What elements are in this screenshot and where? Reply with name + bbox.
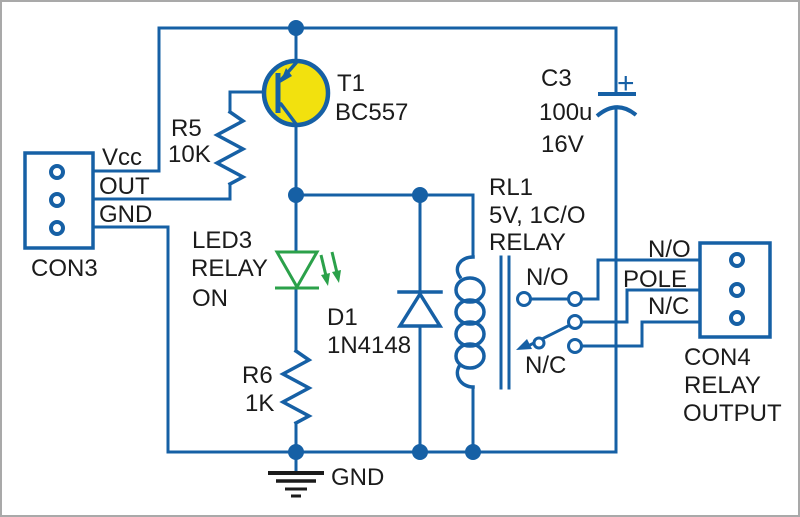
coil-loop <box>454 276 486 304</box>
t1-collector-line <box>279 102 298 126</box>
con3-pin-label-out: OUT <box>99 173 150 200</box>
con3-body <box>23 151 95 250</box>
con4-wire-label-no: N/O <box>648 236 691 263</box>
r5-ref: R5 <box>171 115 202 142</box>
d1-triangle <box>396 290 444 328</box>
coil-exit-hook <box>455 362 475 389</box>
led3-caption-2: ON <box>192 285 228 312</box>
con4-body <box>698 241 772 339</box>
r5-zigzag <box>213 109 247 187</box>
wire-vcc-top-rail <box>91 26 618 173</box>
c3-rating: 16V <box>541 131 584 158</box>
wire-pole-to-con4 <box>573 288 702 324</box>
d1-value: 1N4148 <box>327 332 411 359</box>
wire-r5-to-base <box>228 90 279 114</box>
con4-wire-label-nc: N/C <box>648 293 689 320</box>
led3-ref: LED3 <box>192 227 252 254</box>
switch-nc-contact <box>567 338 583 354</box>
switch-nc-touch-point <box>532 336 546 350</box>
r6-ref: R6 <box>242 362 273 389</box>
rl1-kind: RELAY <box>489 229 566 256</box>
wire-no-contact-to-con4 <box>522 258 702 301</box>
led3-triangle <box>274 250 320 291</box>
junction-dot <box>412 187 428 203</box>
led-led3: LED3 RELAY ON <box>191 227 341 312</box>
led3-light-arrowhead-2 <box>332 270 341 283</box>
ground-symbol: GND <box>268 450 384 498</box>
junction-dot <box>412 444 428 460</box>
con3-pin1 <box>49 164 65 180</box>
c3-polarity: + <box>617 67 635 100</box>
d1-ref: D1 <box>327 304 358 331</box>
rl1-spec: 5V, 1C/O <box>489 202 586 229</box>
c3-ref: C3 <box>541 65 572 92</box>
c3-plate-bottom-curved <box>595 105 638 118</box>
led3-caption-1: RELAY <box>191 255 268 282</box>
switch-nc-label: N/C <box>525 352 566 379</box>
junction-dots <box>288 20 481 460</box>
con4-caption-2: OUTPUT <box>683 400 782 427</box>
transistor-t1: T1 BC557 <box>261 58 408 128</box>
con3-label: CON3 <box>31 255 98 282</box>
wire-collector-row <box>294 193 475 259</box>
junction-dot <box>288 20 304 36</box>
r6-value: 1K <box>245 390 274 417</box>
coil-entry-hook <box>455 255 475 280</box>
con4-pin1 <box>729 252 745 268</box>
switch-no-label: N/O <box>526 264 569 291</box>
con4-label: CON4 <box>684 344 751 371</box>
rl1-ref: RL1 <box>489 174 533 201</box>
wire-nc-contact-to-con4 <box>573 320 702 348</box>
capacitor-c3: + C3 100u 16V <box>539 65 638 158</box>
resistor-r6: R6 1K <box>242 348 313 426</box>
ground-label: GND <box>331 464 384 491</box>
con3-pin3 <box>49 220 65 236</box>
con3-pin-label-gnd: GND <box>99 201 152 228</box>
switch-armature-arrowhead <box>516 339 532 350</box>
wires <box>91 26 702 454</box>
r5-value: 10K <box>168 141 211 168</box>
switch-pole-contact <box>567 314 583 330</box>
t1-body <box>261 58 331 128</box>
t1-ref: T1 <box>337 70 365 97</box>
switch-no-contact <box>567 291 583 307</box>
diode-d1: D1 1N4148 <box>327 290 444 359</box>
switch-no-terminal <box>516 291 532 307</box>
con3-pin-label-vcc: Vcc <box>102 144 142 171</box>
wire-out-to-r5 <box>91 182 232 201</box>
resistor-r5: R5 10K <box>168 109 247 187</box>
con4-pin3 <box>729 310 745 326</box>
coil-loop <box>454 342 486 370</box>
con3-pin2 <box>49 192 65 208</box>
junction-dot <box>465 444 481 460</box>
wire-ground-rail <box>91 105 618 454</box>
relay-switch: N/O N/C <box>516 264 583 379</box>
coil-loop <box>454 320 486 348</box>
t1-emitter-arrow <box>280 68 292 83</box>
connector-con3: Vcc OUT GND CON3 <box>23 144 152 282</box>
t1-value: BC557 <box>335 99 408 126</box>
coil-loop <box>454 298 486 326</box>
c3-value: 100u <box>539 99 592 126</box>
con4-caption-1: RELAY <box>684 372 761 399</box>
led3-light-arrowhead-1 <box>321 273 330 286</box>
connector-con4: N/O POLE N/C CON4 RELAY OUTPUT <box>623 236 782 427</box>
relay-coil-rl1: RL1 5V, 1C/O RELAY <box>454 174 586 390</box>
con4-pin2 <box>729 282 745 298</box>
r6-zigzag <box>279 348 313 426</box>
con4-wire-label-pole: POLE <box>623 266 687 293</box>
junction-dot <box>288 187 304 203</box>
